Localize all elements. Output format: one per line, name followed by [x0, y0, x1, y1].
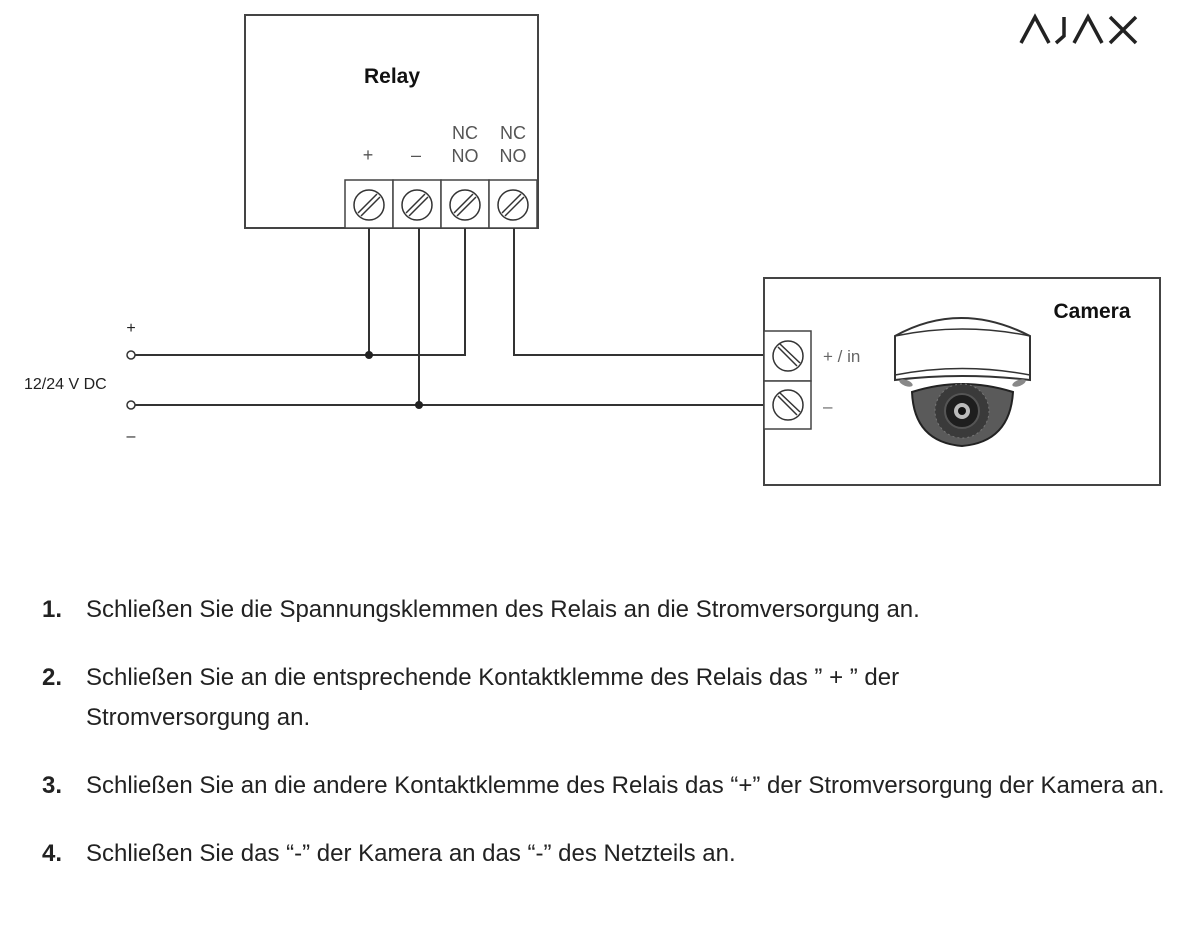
ajax-logo [1019, 13, 1138, 45]
junction-dot [415, 401, 423, 409]
screw-icon [401, 189, 433, 221]
power-minus-terminal [126, 400, 136, 410]
relay-title: Relay [364, 65, 420, 88]
step-number: 1. [42, 596, 63, 623]
relay-terminal-4-no-label: NO [500, 146, 527, 166]
step-number: 4. [42, 840, 63, 867]
step-item: 1. Schließen Sie die Spannungsklemmen des… [42, 590, 1192, 630]
junction-dot [365, 351, 373, 359]
relay-module: Relay + – NC NO NC NO [244, 14, 539, 229]
camera-module: Camera + / in – [763, 277, 1161, 486]
dome-camera-icon [894, 317, 1031, 448]
relay-terminal-3 [440, 179, 490, 229]
relay-terminal-4 [488, 179, 538, 229]
step-item: 4. Schließen Sie das “-” der Kamera an da… [42, 834, 1192, 874]
screw-icon [772, 389, 804, 421]
screw-icon [497, 189, 529, 221]
relay-terminal-2 [392, 179, 442, 229]
relay-terminal-1 [344, 179, 394, 229]
power-minus-label: – [127, 428, 136, 445]
relay-terminal-4-nc-label: NC [500, 123, 526, 143]
screw-icon [353, 189, 385, 221]
step-text: Schließen Sie an die entsprechende Konta… [86, 664, 900, 731]
screw-icon [772, 340, 804, 372]
step-number: 2. [42, 664, 63, 691]
relay-terminal-block [344, 179, 538, 229]
camera-title: Camera [1053, 300, 1130, 323]
wires [135, 228, 764, 406]
wiring-diagram: Relay + – NC NO NC NO + 12/24 V DC – Cam… [24, 13, 1161, 486]
relay-terminal-plus-label: + [363, 145, 374, 165]
screw-icon [449, 189, 481, 221]
power-plus-terminal [126, 350, 136, 360]
step-item: 2. Schließen Sie an die entsprechende Kon… [42, 658, 1192, 738]
relay-terminal-3-no-label: NO [452, 146, 479, 166]
power-plus-label: + [126, 320, 135, 337]
relay-terminal-3-nc-label: NC [452, 123, 478, 143]
step-number: 3. [42, 772, 63, 799]
relay-terminal-minus-label: – [411, 145, 421, 165]
step-item: 3. Schließen Sie an die andere Kontaktkle… [42, 766, 1192, 806]
step-text: Schließen Sie das “-” der Kamera an das … [86, 840, 736, 867]
step-text: Schließen Sie an die andere Kontaktklemm… [86, 772, 1165, 799]
power-supply-label: 12/24 V DC [24, 376, 107, 393]
camera-minus-label: – [823, 397, 833, 416]
instruction-steps: 1. Schließen Sie die Spannungsklemmen des… [42, 590, 1192, 902]
camera-plus-in-label: + / in [823, 347, 860, 366]
step-text: Schließen Sie die Spannungsklemmen des R… [86, 596, 920, 623]
